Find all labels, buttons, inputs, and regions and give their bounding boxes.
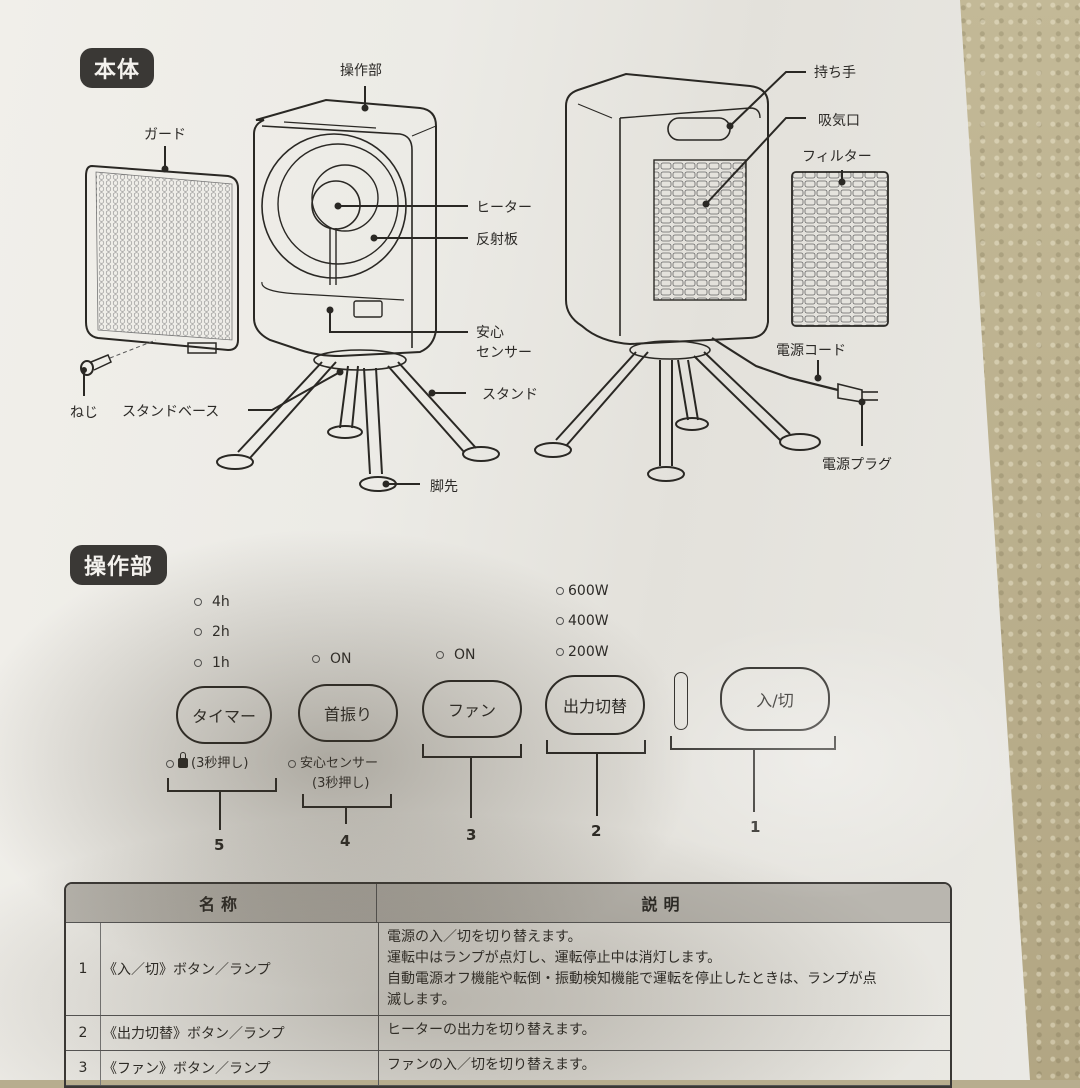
label-handle: 持ち手 <box>814 65 856 81</box>
callout-number-1: 1 <box>750 818 761 836</box>
label-safety-sensor-2: センサー <box>476 345 532 361</box>
row-description: ヒーターの出力を切り替えます。 <box>387 1022 596 1038</box>
led-dot-icon <box>194 598 202 606</box>
stem-3 <box>470 756 472 818</box>
stem-4 <box>345 806 347 824</box>
led-swing-on: ON <box>312 651 352 667</box>
stem-5 <box>219 790 221 830</box>
led-dot-icon <box>194 659 202 667</box>
led-dot-icon <box>312 655 320 663</box>
row-number: 3 <box>66 1051 101 1085</box>
swing-button[interactable]: 首振り <box>298 684 398 742</box>
label-heater: ヒーター <box>476 200 532 216</box>
label-power-plug: 電源プラグ <box>822 457 892 473</box>
led-fan-on: ON <box>436 647 476 663</box>
bracket-3 <box>422 744 522 758</box>
led-power-600w: 600W <box>556 583 609 599</box>
led-dot-icon <box>288 759 296 768</box>
led-timer-4h: 4h <box>194 594 230 610</box>
row-description: ファンの入／切を切り替えます。 <box>387 1057 596 1073</box>
led-dot-icon <box>556 587 564 595</box>
led-dot-icon <box>556 617 564 625</box>
power-lamp-indicator <box>674 672 688 730</box>
led-dot-icon <box>556 648 564 656</box>
row-name: 《入／切》ボタン／ランプ <box>101 923 379 1015</box>
bracket-4 <box>302 794 392 808</box>
timer-button[interactable]: タイマー <box>176 686 272 744</box>
output-switch-button[interactable]: 出力切替 <box>545 675 645 735</box>
section-badge-control: 操作部 <box>70 545 168 585</box>
callout-number-4: 4 <box>340 832 351 850</box>
table-row: 3 《ファン》ボタン／ランプ ファンの入／切を切り替えます。 <box>66 1051 950 1086</box>
label-stand-base: スタンドベース <box>122 404 220 420</box>
lock-icon <box>178 752 188 768</box>
label-reflector: 反射板 <box>476 232 518 248</box>
row-number: 1 <box>66 923 101 1015</box>
row-number: 2 <box>66 1016 101 1050</box>
led-timer-1h: 1h <box>194 655 230 671</box>
label-screw: ねじ <box>70 405 98 421</box>
led-dot-icon <box>166 759 174 768</box>
row-name: 《ファン》ボタン／ランプ <box>101 1051 379 1085</box>
row-description: 電源の入／切を切り替えます。 運転中はランプが点灯し、運転停止中は消灯します。 … <box>387 929 877 1008</box>
led-dot-icon <box>436 651 444 659</box>
header-name: 名称 <box>66 884 377 922</box>
row-name: 《出力切替》ボタン／ランプ <box>101 1016 379 1050</box>
table-header: 名称 説明 <box>66 884 950 923</box>
led-timer-2h: 2h <box>194 624 230 640</box>
bracket-5 <box>167 778 277 792</box>
stem-2 <box>596 752 598 816</box>
label-filter: フィルター <box>802 149 872 165</box>
label-control-panel: 操作部 <box>340 63 382 79</box>
label-foot: 脚先 <box>430 479 458 495</box>
led-dot-icon <box>194 628 202 636</box>
label-air-intake: 吸気口 <box>818 113 860 129</box>
safety-sensor-label-1: 安心センサー <box>288 752 378 771</box>
header-description: 説明 <box>641 895 686 914</box>
power-button[interactable]: 入/切 <box>720 667 830 731</box>
stem-1 <box>753 748 755 812</box>
label-guard: ガード <box>144 127 186 143</box>
keylock-label: (3秒押し) <box>166 752 248 771</box>
label-stand: スタンド <box>482 387 538 403</box>
fan-button[interactable]: ファン <box>422 680 522 738</box>
table-row: 2 《出力切替》ボタン／ランプ ヒーターの出力を切り替えます。 <box>66 1016 950 1051</box>
label-safety-sensor-1: 安心 <box>476 325 504 341</box>
table-row: 1 《入／切》ボタン／ランプ 電源の入／切を切り替えます。 運転中はランプが点灯… <box>66 923 950 1016</box>
parts-table: 名称 説明 1 《入／切》ボタン／ランプ 電源の入／切を切り替えます。 運転中は… <box>64 882 952 1088</box>
led-power-200w: 200W <box>556 644 609 660</box>
callout-number-5: 5 <box>214 836 225 854</box>
label-power-cord: 電源コード <box>776 343 846 359</box>
led-power-400w: 400W <box>556 613 609 629</box>
callout-number-2: 2 <box>591 822 602 840</box>
section-badge-body: 本体 <box>80 48 155 88</box>
callout-number-3: 3 <box>466 826 477 844</box>
safety-sensor-label-2: (3秒押し) <box>312 776 370 791</box>
